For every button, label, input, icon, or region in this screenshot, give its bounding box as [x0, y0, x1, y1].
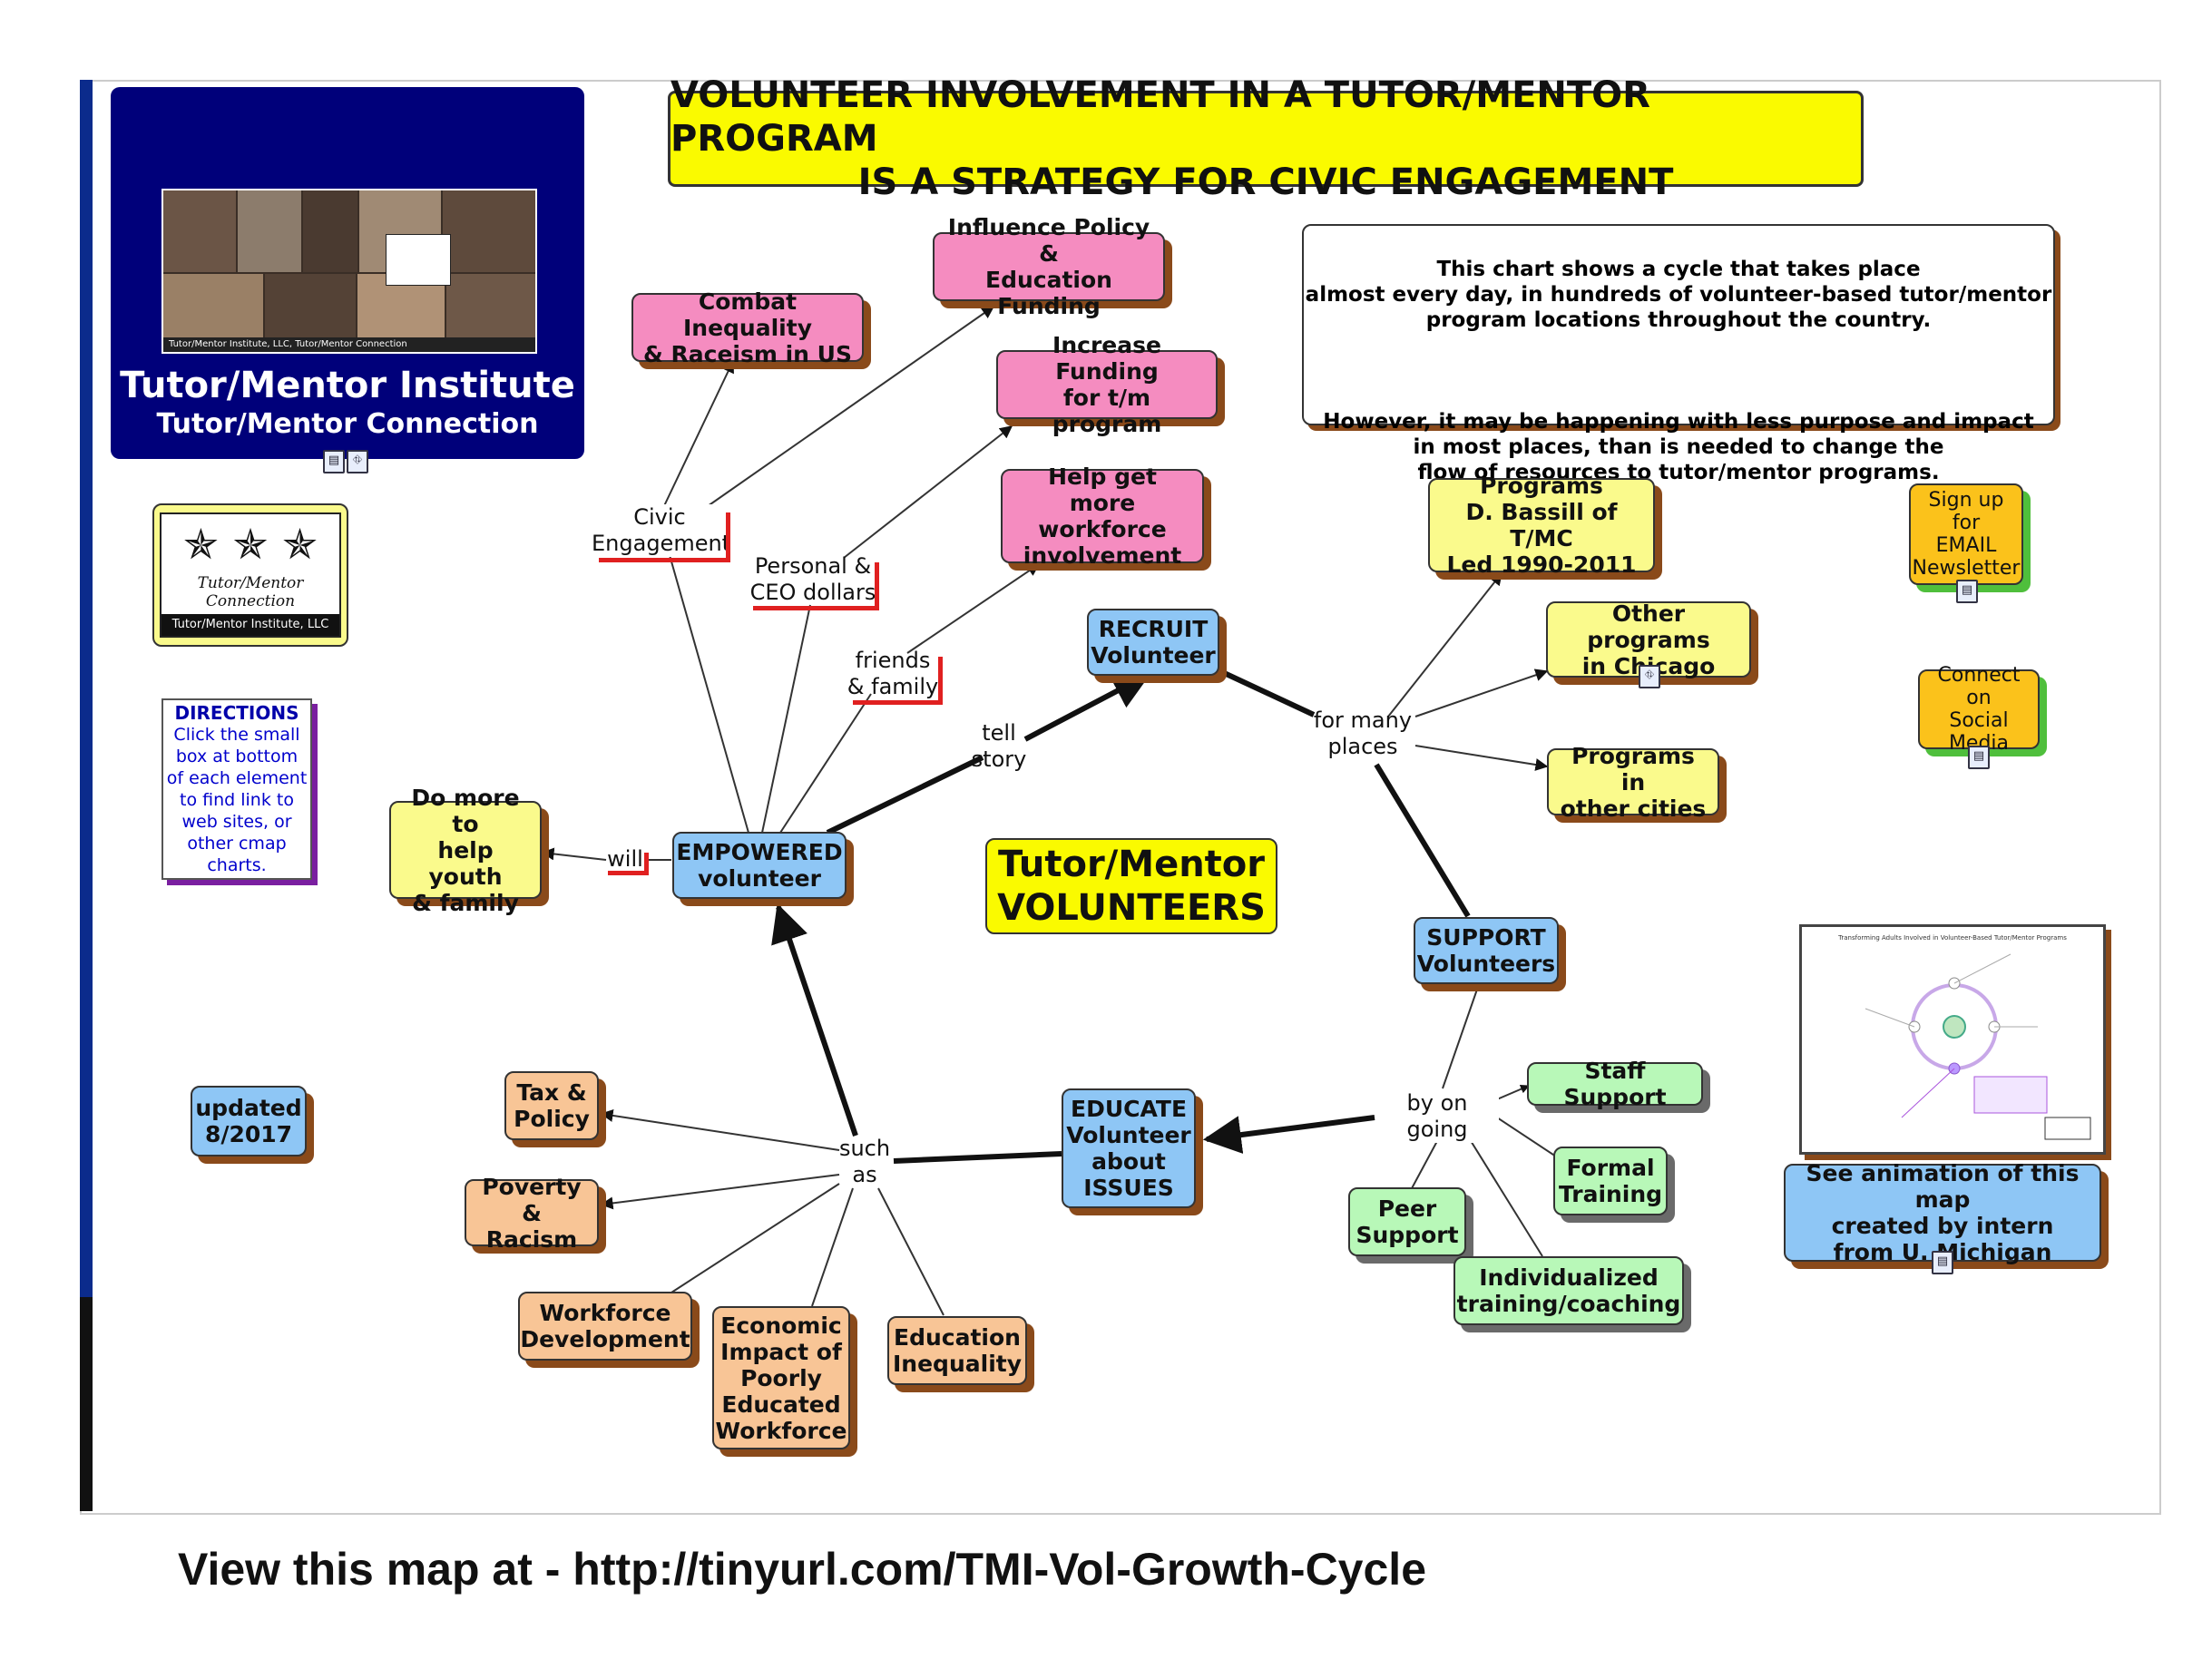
node-staff-support[interactable]: Staff Support [1527, 1058, 1703, 1110]
window-left-edge [80, 80, 93, 1511]
label-tell-story: tell story [971, 720, 1027, 772]
link-will-domore [541, 847, 607, 861]
node-programs-bassill[interactable]: Programs D. Bassill of T/MC Led 1990-201… [1428, 473, 1655, 578]
link-recruit-places [1219, 668, 1316, 717]
friends-red-mark [853, 657, 943, 705]
link-ongoing-staff [1496, 1084, 1530, 1100]
animation-link-box[interactable]: See animation of this map created by int… [1784, 1160, 2101, 1265]
collage-logo [386, 234, 451, 286]
link-empowered-civic [669, 554, 749, 834]
link-such-poverty [600, 1174, 840, 1210]
logo-caption: Tutor/Mentor Institute, LLC [161, 614, 339, 636]
link-places-cities [1414, 745, 1549, 771]
node-do-more[interactable]: Do more to help youth & family [389, 785, 542, 916]
explanation-para1: This chart shows a cycle that takes plac… [1305, 258, 2052, 332]
updated-badge: updated 8/2017 [191, 1086, 307, 1156]
animation-thumbnail[interactable]: Transforming Adults Involved in Voluntee… [1799, 924, 2106, 1155]
will-red-mark [608, 853, 649, 875]
link-ongoing-formal [1496, 1117, 1557, 1157]
label-by-ongoing: by on going [1375, 1090, 1499, 1143]
map-title: VOLUNTEER INVOLVEMENT IN A TUTOR/MENTOR … [668, 74, 1864, 203]
link-empowered-personal [761, 604, 811, 834]
institute-doc-link-icon[interactable]: ▤ [323, 450, 345, 473]
link-empowered-friends [779, 693, 872, 834]
institute-map-link-icon[interactable]: ⛗ [347, 450, 368, 473]
node-workforce-involvement[interactable]: Help get more workforce involvement [1001, 464, 1204, 569]
tmc-logo-box[interactable]: ✯ ✯ ✯ Tutor/Mentor Connection Tutor/Ment… [152, 503, 348, 647]
link-places-support [1374, 763, 1471, 918]
node-educate-volunteer[interactable]: EDUCATE Volunteer about ISSUES [1062, 1088, 1196, 1208]
node-support-volunteers[interactable]: SUPPORT Volunteers [1414, 917, 1559, 984]
directions-body: Click the small box at bottom of each el… [166, 725, 308, 875]
node-other-cities[interactable]: Programs in other cities [1547, 743, 1719, 822]
map-title-line2: IS A STRATEGY FOR CIVIC ENGAGEMENT [857, 161, 1674, 203]
civic-red-mark [599, 512, 730, 562]
explanation-box: This chart shows a cycle that takes plac… [1302, 224, 2055, 484]
logo-text: Tutor/Mentor Connection [197, 574, 304, 610]
link-educate-such [893, 1151, 1062, 1164]
thumbnail-diagram [1865, 953, 2091, 1140]
label-will: will [607, 846, 643, 872]
label-friends-family: friends & family [847, 648, 939, 699]
institute-panel[interactable]: Tutor/Mentor Institute, LLC, Tutor/Mento… [111, 87, 584, 459]
node-workforce-development[interactable]: Workforce Development [518, 1292, 692, 1361]
node-formal-training[interactable]: Formal Training [1553, 1147, 1668, 1215]
explanation-para2: However, it may be happening with less p… [1323, 410, 2034, 484]
link-support-ongoing [1442, 983, 1480, 1089]
link-such-economic [811, 1187, 854, 1307]
directions-heading: DIRECTIONS [174, 702, 299, 724]
link-civic-influence [698, 306, 995, 513]
link-personal-increase [843, 425, 1013, 559]
node-recruit-volunteer[interactable]: RECRUIT Volunteer [1087, 609, 1219, 676]
node-tax-policy[interactable]: Tax & Policy [504, 1071, 599, 1140]
link-such-tax [600, 1108, 840, 1151]
chicago-map-link-icon[interactable]: ⛗ [1639, 665, 1660, 688]
link-such-workforce [670, 1183, 840, 1293]
newsletter-doc-icon[interactable]: ▤ [1956, 580, 1978, 603]
institute-photo-collage: Tutor/Mentor Institute, LLC, Tutor/Mento… [161, 189, 537, 354]
link-such-empowered [771, 903, 858, 1137]
label-civic-engagement: Civic Engagement [592, 504, 731, 557]
institute-name: Tutor/Mentor Institute [120, 365, 575, 406]
personal-red-mark [753, 562, 879, 610]
label-personal-dollars: Personal & CEO dollars [749, 553, 876, 605]
social-media-box[interactable]: Connect on Social Media [1918, 664, 2040, 755]
map-title-line1: VOLUNTEER INVOLVEMENT IN A TUTOR/MENTOR … [670, 74, 1650, 160]
node-influence-policy[interactable]: Influence Policy & Education Funding [933, 214, 1165, 319]
node-other-chicago[interactable]: Other programs in Chicago [1546, 600, 1751, 679]
node-combat-inequality[interactable]: Combat Inequality & Raceism in US [631, 288, 864, 367]
node-empowered-volunteer[interactable]: EMPOWERED volunteer [672, 832, 847, 899]
link-friends-workforce [906, 563, 1041, 654]
link-ongoing-educate [1202, 1115, 1375, 1154]
tmc-logo: ✯ ✯ ✯ Tutor/Mentor Connection Tutor/Ment… [160, 512, 341, 638]
newsletter-signup-box[interactable]: Sign up for EMAIL Newsletter [1909, 483, 2023, 585]
logo-figures-icon: ✯ ✯ ✯ [183, 520, 318, 569]
node-economic-impact[interactable]: Economic Impact of Poorly Educated Workf… [712, 1306, 850, 1449]
label-for-many-places: for many places [1313, 708, 1413, 759]
collage-caption: Tutor/Mentor Institute, LLC, Tutor/Mento… [163, 337, 535, 352]
window-left-edge-dark [80, 1297, 93, 1511]
node-increase-funding[interactable]: Increase Funding for t/m program [996, 332, 1218, 437]
link-places-bassill [1387, 571, 1502, 717]
institute-subname: Tutor/Mentor Connection [156, 408, 539, 440]
node-education-inequality[interactable]: Education Inequality [887, 1316, 1027, 1385]
link-empowered-tell [826, 755, 984, 835]
link-tell-recruit [1023, 672, 1151, 742]
thumbnail-title: Transforming Adults Involved in Voluntee… [1838, 934, 2067, 942]
node-poverty-racism[interactable]: Poverty & Racism [465, 1174, 599, 1253]
link-places-chicago [1414, 668, 1549, 717]
node-individualized[interactable]: Individualized training/coaching [1453, 1256, 1684, 1325]
link-such-education [877, 1187, 945, 1316]
footer-url-text: View this map at - http://tinyurl.com/TM… [178, 1544, 1427, 1595]
directions-box: DIRECTIONS Click the small box at bottom… [161, 698, 312, 880]
social-doc-icon[interactable]: ▤ [1968, 746, 1990, 769]
animation-doc-icon[interactable]: ▤ [1932, 1251, 1953, 1274]
node-peer-support[interactable]: Peer Support [1348, 1187, 1466, 1256]
center-label: Tutor/Mentor VOLUNTEERS [985, 838, 1277, 934]
label-such-as: such as [838, 1136, 891, 1187]
link-civic-combat [661, 359, 734, 511]
